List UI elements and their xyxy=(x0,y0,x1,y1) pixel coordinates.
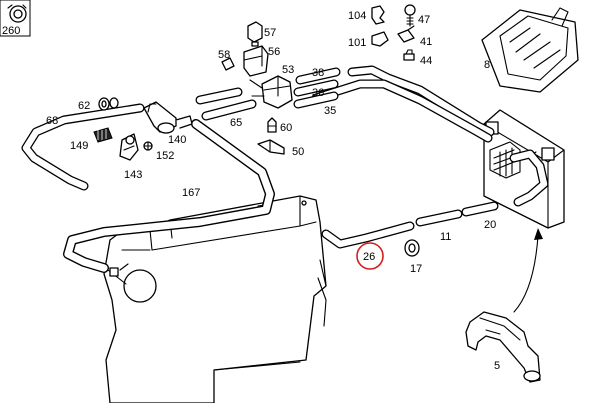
hose-20[interactable] xyxy=(461,201,499,217)
part-140-valve[interactable] xyxy=(143,101,193,134)
part-17-ring[interactable] xyxy=(404,239,420,257)
label-44[interactable]: 44 xyxy=(420,55,432,67)
hose-167[interactable] xyxy=(63,119,275,273)
part-152-clip[interactable] xyxy=(143,141,153,151)
label-167[interactable]: 167 xyxy=(182,187,200,199)
part-101-bracket[interactable] xyxy=(371,31,389,47)
label-60[interactable]: 60 xyxy=(280,122,292,134)
label-62[interactable]: 62 xyxy=(78,100,90,112)
part-41-clip[interactable] xyxy=(397,25,415,43)
part-62-grommets[interactable] xyxy=(98,97,119,111)
hose-36-upper[interactable] xyxy=(347,65,495,137)
part-260-clamp[interactable] xyxy=(0,0,31,37)
hose-11[interactable] xyxy=(415,209,463,227)
part-143-bracket[interactable] xyxy=(119,133,139,161)
hose-35b[interactable] xyxy=(293,91,339,109)
label-8[interactable]: 8 xyxy=(484,59,490,71)
label-152[interactable]: 152 xyxy=(156,150,174,162)
label-104[interactable]: 104 xyxy=(348,10,366,22)
hose-38[interactable] xyxy=(295,67,341,85)
label-47[interactable]: 47 xyxy=(418,14,430,26)
label-143[interactable]: 143 xyxy=(124,169,142,181)
label-56[interactable]: 56 xyxy=(268,46,280,58)
part-47-screw[interactable] xyxy=(404,4,416,27)
highlight-part-26[interactable]: 26 xyxy=(356,242,384,270)
label-53[interactable]: 53 xyxy=(282,64,294,76)
label-36[interactable]: 36 xyxy=(312,87,324,99)
label-17[interactable]: 17 xyxy=(410,263,422,275)
part-8-shroud[interactable] xyxy=(481,7,579,93)
hose-68[interactable] xyxy=(21,103,145,191)
hose-65[interactable] xyxy=(195,87,257,121)
part-56-valve[interactable] xyxy=(243,45,269,77)
part-57-valve[interactable] xyxy=(247,21,263,47)
part-44-nut[interactable] xyxy=(403,49,415,61)
label-149[interactable]: 149 xyxy=(70,140,88,152)
part-58-connector[interactable] xyxy=(221,57,235,71)
label-101[interactable]: 101 xyxy=(348,37,366,49)
label-26[interactable]: 26 xyxy=(363,251,375,263)
part-149-block[interactable] xyxy=(93,127,113,143)
label-57[interactable]: 57 xyxy=(264,27,276,39)
label-65[interactable]: 65 xyxy=(230,117,242,129)
label-50[interactable]: 50 xyxy=(292,146,304,158)
arrow-part-5 xyxy=(513,228,543,313)
highlight-circle xyxy=(356,242,384,270)
hose-35[interactable] xyxy=(311,79,493,143)
part-50-bracket[interactable] xyxy=(257,139,285,155)
label-11[interactable]: 11 xyxy=(440,231,451,243)
label-58[interactable]: 58 xyxy=(218,49,230,61)
part-53-valve-block[interactable] xyxy=(249,75,293,109)
label-140[interactable]: 140 xyxy=(168,134,186,146)
hose-26[interactable] xyxy=(321,221,415,249)
label-41[interactable]: 41 xyxy=(420,36,432,48)
label-5[interactable]: 5 xyxy=(494,360,500,372)
part-60-fitting[interactable] xyxy=(267,117,277,133)
heater-box xyxy=(483,109,565,229)
label-68[interactable]: 68 xyxy=(46,115,58,127)
label-38[interactable]: 38 xyxy=(312,67,324,79)
part-5-duct[interactable] xyxy=(465,311,541,383)
label-35[interactable]: 35 xyxy=(324,105,336,117)
hose-38b[interactable] xyxy=(293,79,339,97)
heater-pipes xyxy=(509,149,549,207)
part-104-clip[interactable] xyxy=(371,5,385,25)
label-20[interactable]: 20 xyxy=(484,219,496,231)
label-260[interactable]: 260 xyxy=(2,25,20,37)
